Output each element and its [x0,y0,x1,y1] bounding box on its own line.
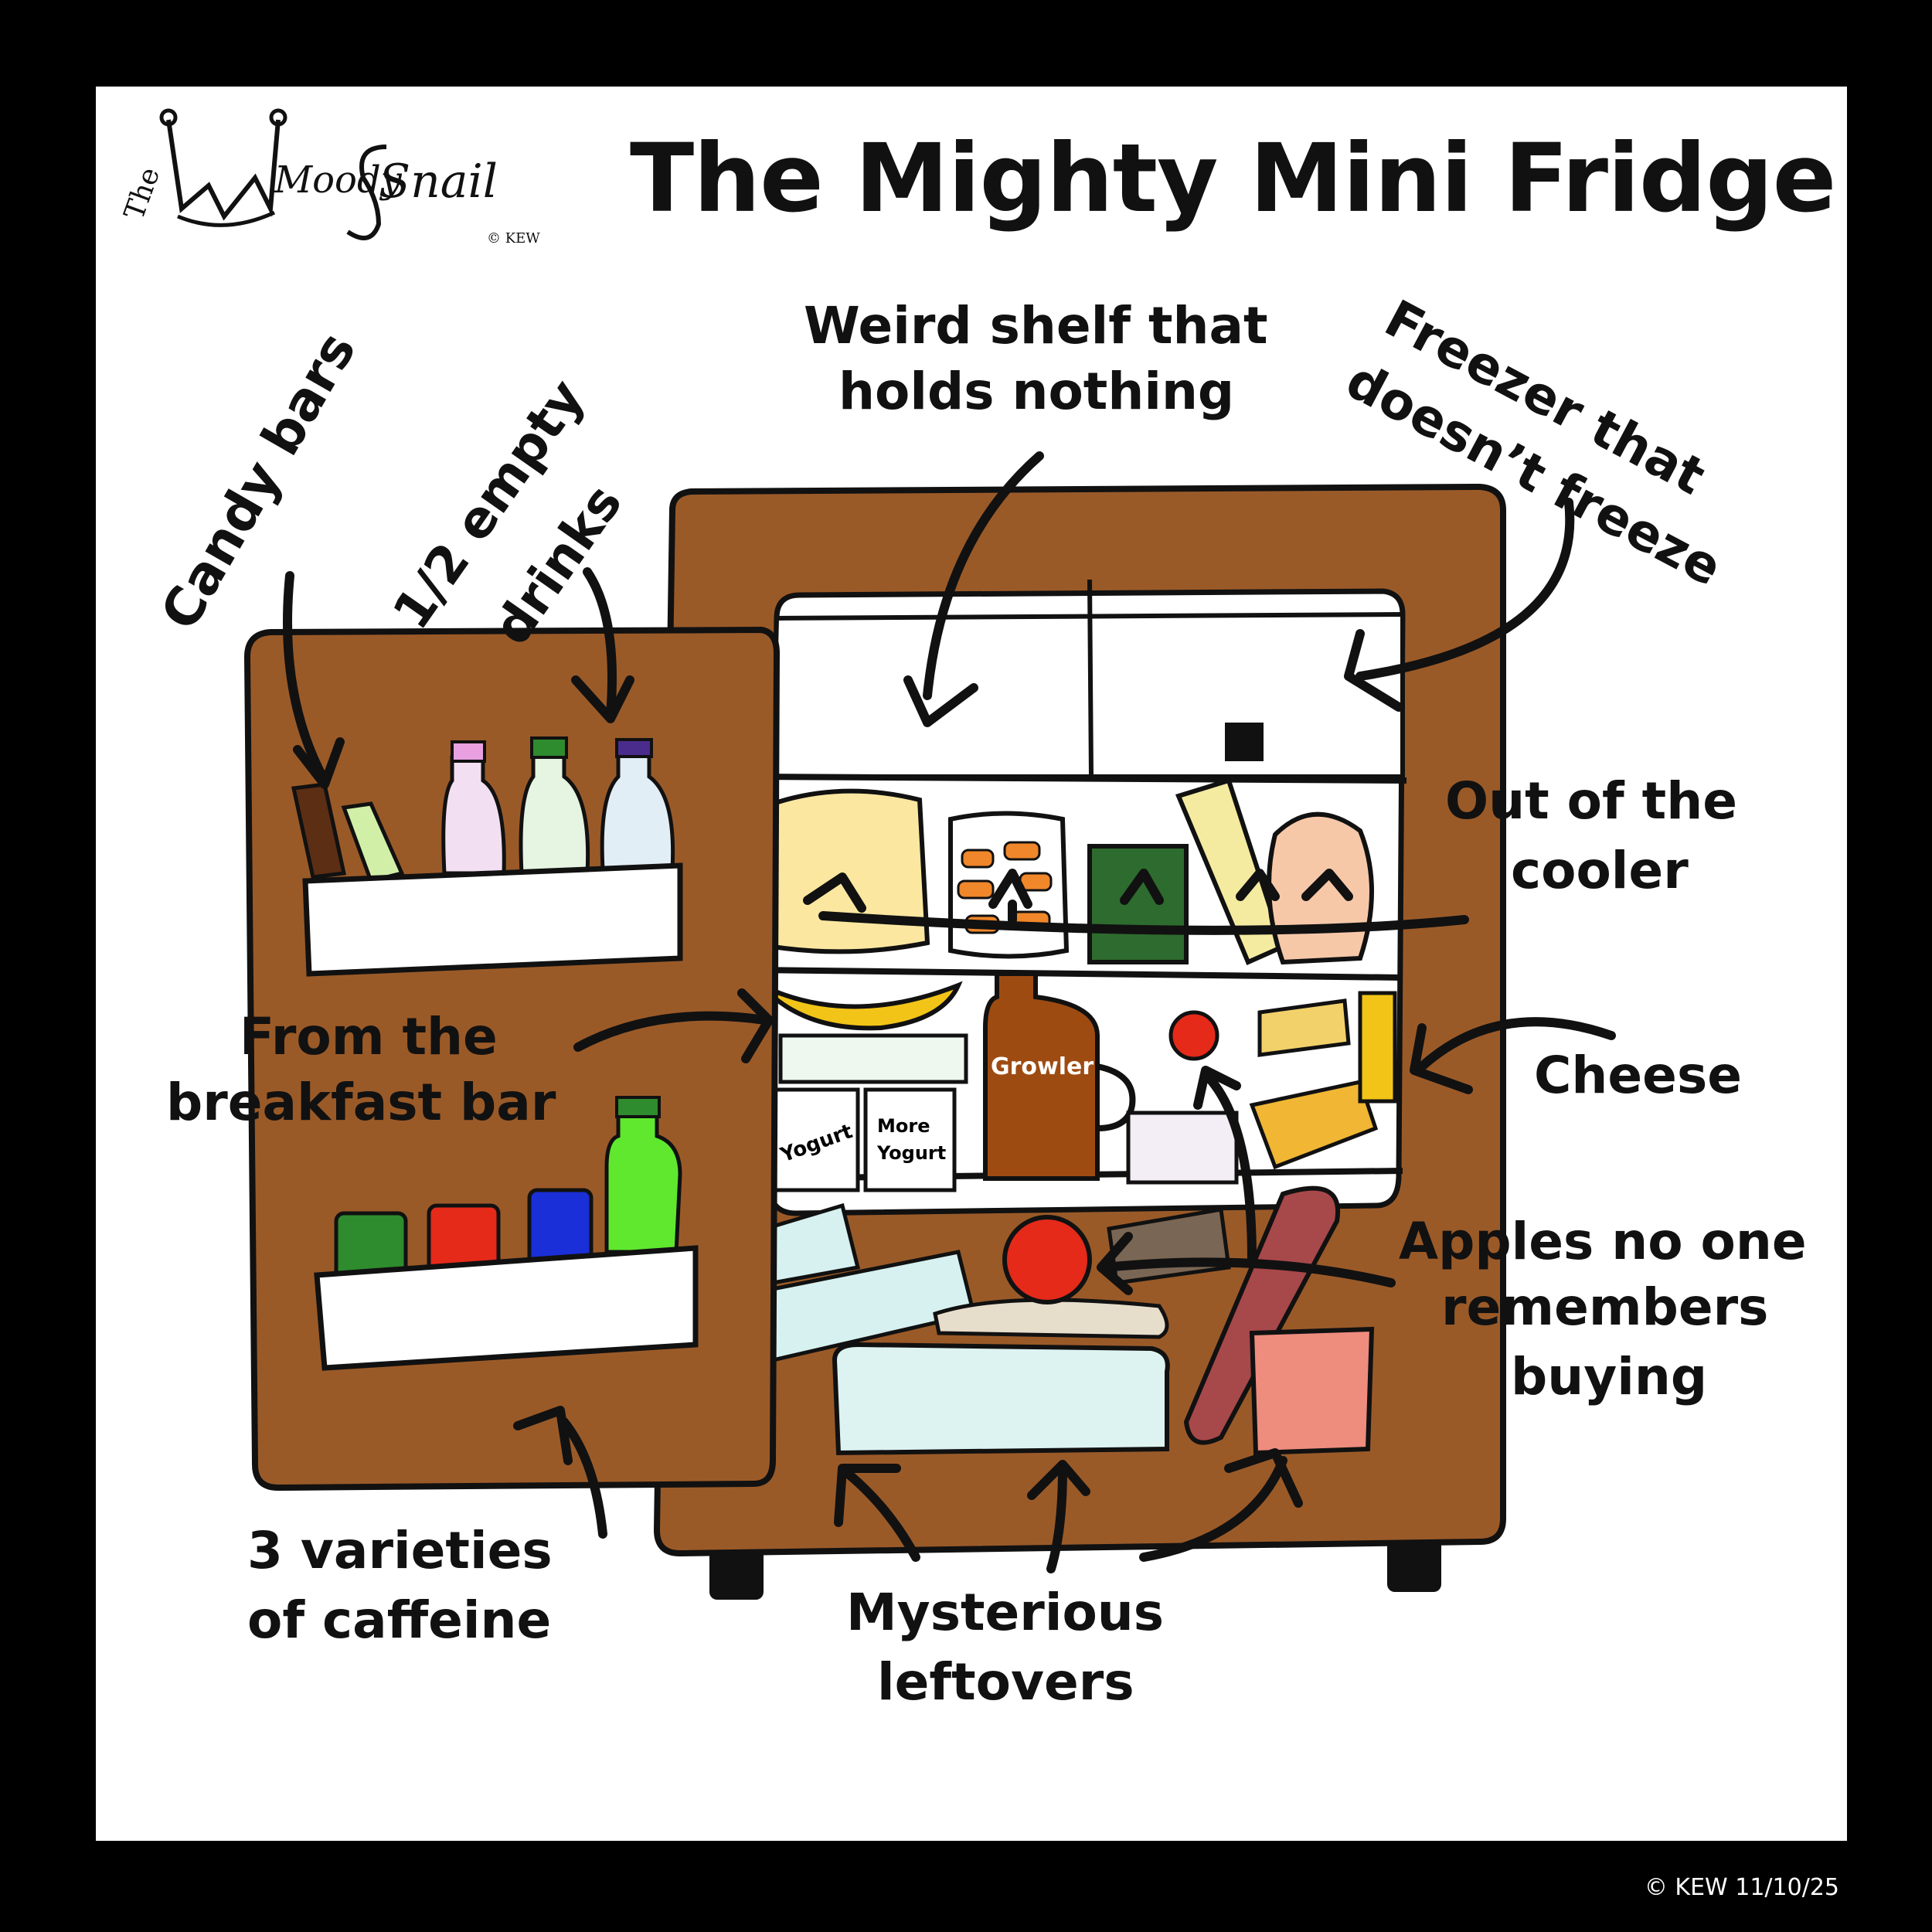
more-yogurt-label-1: More [877,1115,930,1137]
freezer-compartment [770,611,1405,779]
label-weird-shelf-1: Weird shelf that [804,296,1268,355]
arrowhead-cooler-3 [1120,869,1164,905]
label-out-of-cooler-2: cooler [1511,841,1689,900]
box-cereal-bar [778,1033,968,1084]
arrow-weird-shelf [923,451,1044,700]
container-yellow [770,788,930,954]
cheese-wedge-1 [1257,998,1351,1057]
logo-moody: Moody [274,158,402,202]
door-shelf-lower [314,1245,699,1371]
caffeine-bottle-green [604,1111,682,1254]
arrowhead-candy-bars [293,737,345,789]
arrow-breakfast [573,1011,770,1052]
freezer-divider [1087,579,1094,777]
arrowhead-apples-middle [1193,1066,1241,1110]
arrow-cooler [818,911,1469,935]
cheese-stick [1358,991,1397,1104]
arrowhead-leftovers-2 [1027,1460,1090,1500]
container-greens [1087,844,1189,964]
banana [759,981,963,1031]
box-small [1126,1111,1239,1185]
label-leftovers-2: leftovers [877,1652,1134,1712]
growler-label: Growler [991,1053,1094,1080]
crown-icon [159,108,387,240]
arrow-freezer [1355,498,1575,681]
label-caffeine-2: of caffeine [247,1590,552,1650]
label-breakfast-2: breakfast bar [166,1073,556,1132]
more-yogurt-label-2: Yogurt [876,1142,946,1164]
cheese-block [1249,1080,1379,1170]
arrow-candy-bars [283,571,329,785]
arrow-cheese [1417,1017,1616,1071]
arrowhead-cooler-2 [988,869,1032,909]
arrowhead-cheese [1410,1023,1473,1094]
label-apples-2: remembers [1441,1277,1769,1337]
label-apples-3: buying [1511,1347,1708,1406]
arrow-apples-middle [1201,1070,1257,1264]
label-breakfast-1: From the [240,1007,498,1066]
freezer-latch [1225,723,1264,761]
arrow-leftovers-1 [842,1468,920,1562]
apple-lower [1002,1215,1092,1304]
label-caffeine-1: 3 varieties [247,1521,553,1580]
arrowhead-apples-lower [1097,1232,1133,1295]
growler-handle [1097,1063,1136,1131]
logo-copyright: © KEW [487,230,540,247]
label-leftovers-1: Mysterious [846,1583,1165,1642]
arrowhead-cooler-1 [803,872,866,913]
footer-signature: © KEW 11/10/25 [1644,1874,1839,1901]
arrowhead-leftovers-1 [834,1464,901,1527]
door-shelf-upper [302,862,683,977]
shelf-middle [753,967,1403,981]
arrowhead-drinks [571,675,634,723]
arrowhead-breakfast [737,988,774,1063]
drink-cap-2 [530,736,568,759]
arrow-leftovers-2 [1046,1464,1067,1573]
more-yogurt-cup [863,1087,957,1192]
leftover-container-large [832,1342,1170,1456]
arrowhead-cooler-5 [1301,869,1353,901]
caffeine-bottle-cap [615,1096,661,1118]
arrowhead-leftovers-3 [1224,1448,1303,1508]
moody-snail-logo: The Moody Snail © KEW [118,100,572,263]
growler-bottle [983,971,1100,1181]
candy-bar-2 [341,801,405,883]
arrowhead-freezer [1344,629,1403,712]
arrow-caffeine [560,1417,607,1539]
leftover-pink-box [1249,1326,1375,1456]
label-cheese: Cheese [1534,1046,1742,1105]
page-title: The Mighty Mini Fridge [630,124,1836,233]
drink-cap-1 [451,740,486,763]
apple-middle [1168,1010,1219,1061]
label-apples-1: Apples no one [1399,1212,1807,1271]
arrow-drinks [583,567,617,719]
annotation-arrows [283,451,1616,1573]
drink-cap-3 [615,738,653,758]
label-out-of-cooler-1: Out of the [1445,771,1737,831]
arrowhead-caffeine [513,1406,573,1465]
salami [1183,1185,1341,1445]
leftover-plate [933,1298,1169,1339]
arrowhead-cooler-4 [1236,869,1280,901]
logo-snail: Snail [379,155,498,209]
candy-bar-1 [291,782,347,879]
arrowhead-weird-shelf [903,675,978,727]
arrow-leftovers-3 [1139,1456,1287,1562]
label-weird-shelf-2: holds nothing [838,362,1235,421]
shelf-top [753,774,1407,784]
